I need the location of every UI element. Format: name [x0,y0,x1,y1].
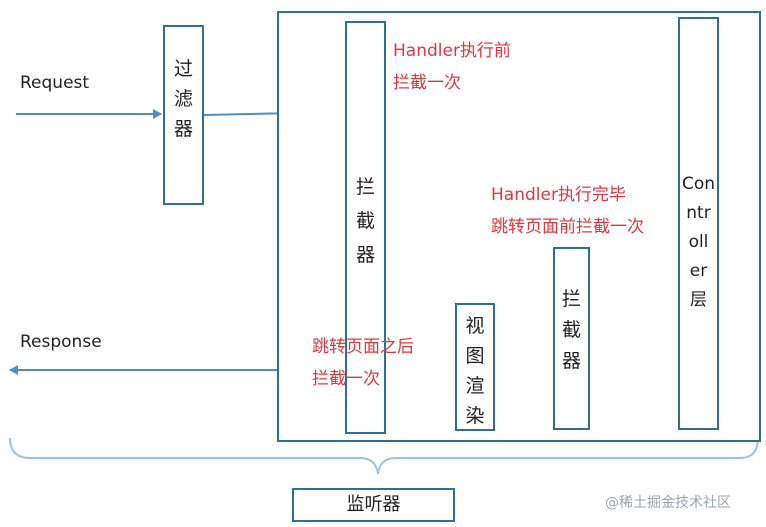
view-render-box: 视 图 渲 染 [455,303,495,431]
request-label: Request [20,73,90,93]
response-label: Response [20,332,102,352]
annotation-before-handler: Handler执行前 拦截一次 [393,41,511,93]
annotation-after-view: 跳转页面之后 拦截一次 [312,337,414,389]
controller-label: Con ntr oll er 层 [681,174,716,310]
interceptor-box: 拦 截 器 [345,21,386,434]
listener-brace [9,437,759,475]
filter-label: 过 滤 器 [173,58,193,140]
listener-label: 监听器 [346,494,401,515]
listener-box: 监听器 [292,488,455,522]
annotation-after-handler: Handler执行完毕 跳转页面前拦截一次 [491,185,644,237]
controller-box: Con ntr oll er 层 [678,17,719,430]
interceptor-small-label: 拦 截 器 [561,288,581,372]
view-render-label: 视 图 渲 染 [465,315,485,427]
filter-box: 过 滤 器 [163,25,204,205]
interceptor-small-box: 拦 截 器 [553,247,590,430]
interceptor-label: 拦 截 器 [355,176,375,266]
watermark: @稀土掘金技术社区 [605,495,731,511]
